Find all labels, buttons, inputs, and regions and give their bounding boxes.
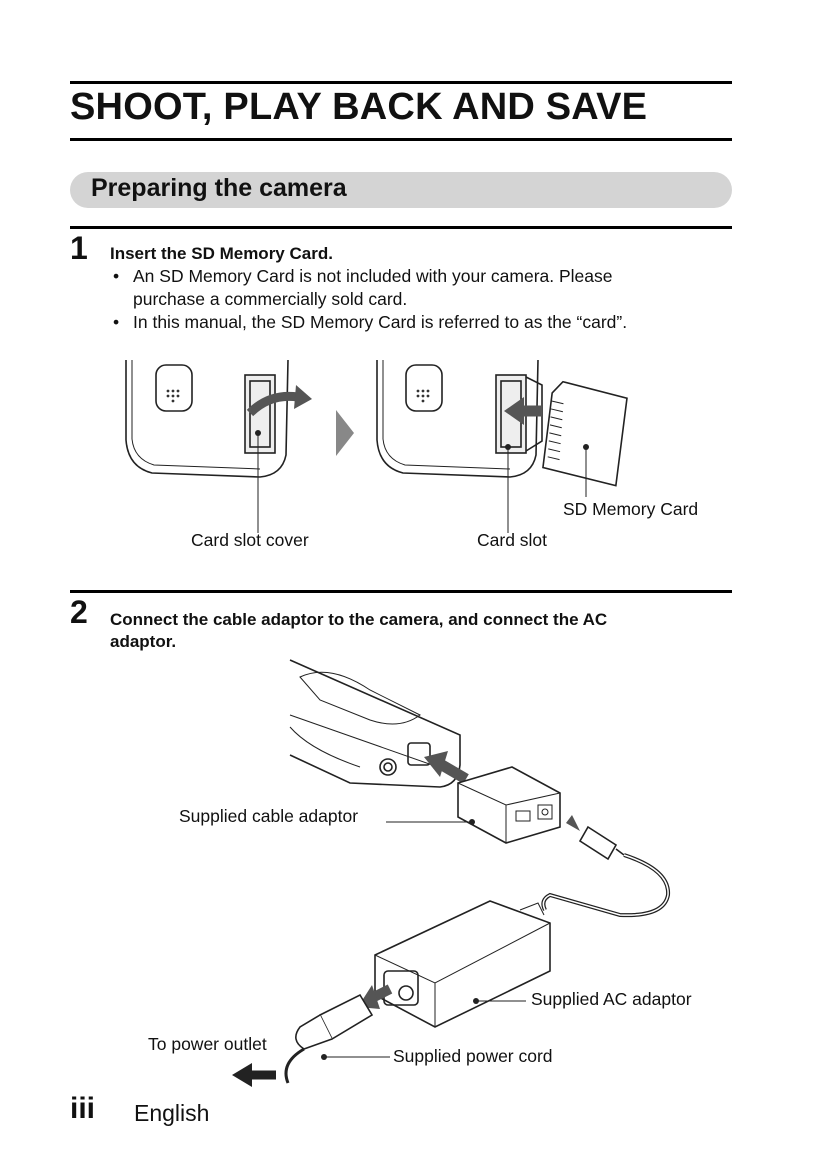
chapter-title: SHOOT, PLAY BACK AND SAVE xyxy=(70,86,648,128)
step-2-title-line-1: Connect the cable adaptor to the camera,… xyxy=(110,610,608,629)
dc-cable xyxy=(541,853,671,918)
adaptor-connection-illustration xyxy=(232,659,671,1087)
camera-bottom xyxy=(289,659,461,788)
chapter-underline xyxy=(70,138,732,141)
open-cover-arrow-icon xyxy=(246,385,312,417)
sd-card-pointer xyxy=(583,444,589,450)
step-2-title-line-2: adaptor. xyxy=(110,632,177,651)
bullet-text: In this manual, the SD Memory Card is re… xyxy=(133,312,628,332)
step-1-number: 1 xyxy=(70,230,88,266)
label-sd-memory-card: SD Memory Card xyxy=(563,499,699,519)
label-supplied-cable-adaptor: Supplied cable adaptor xyxy=(179,806,359,826)
bullet-text: An SD Memory Card is not included with y… xyxy=(133,266,613,286)
label-to-power-outlet: To power outlet xyxy=(148,1034,267,1054)
section-header-bar xyxy=(70,172,732,208)
section-title: Preparing the camera xyxy=(91,174,347,202)
insert-card-arrow-icon xyxy=(504,397,542,425)
step-2-number: 2 xyxy=(70,594,88,630)
step-1-bullet-1-cont: purchase a commercially sold card. xyxy=(133,289,408,309)
ac-adaptor-pointer xyxy=(473,998,479,1004)
sd-card-icon xyxy=(542,380,628,487)
bullet-mark: • xyxy=(113,266,120,286)
connect-camera-arrow-icon xyxy=(424,751,469,784)
cable-adaptor-pointer xyxy=(469,819,475,825)
label-card-slot: Card slot xyxy=(477,530,548,550)
dc-plug-icon xyxy=(566,815,625,861)
cable-adaptor-icon xyxy=(457,766,561,844)
step-1-bullet-2: • In this manual, the SD Memory Card is … xyxy=(113,311,628,334)
language-label: English xyxy=(134,1100,210,1126)
top-rule xyxy=(70,81,732,84)
power-cord-plug-icon xyxy=(284,984,393,1084)
step-1-title: Insert the SD Memory Card. xyxy=(110,244,333,263)
page-number: iii xyxy=(70,1092,96,1125)
camera-body-left xyxy=(125,359,289,478)
label-card-slot-cover: Card slot cover xyxy=(191,530,309,550)
power-cord-pointer xyxy=(321,1054,327,1060)
step-arrow-icon xyxy=(336,410,354,456)
card-insertion-illustration xyxy=(125,359,628,533)
step-1-bullet-1: • An SD Memory Card is not included with… xyxy=(113,265,613,288)
label-supplied-power-cord: Supplied power cord xyxy=(393,1046,553,1066)
bullet-mark: • xyxy=(113,312,120,332)
step-2-rule xyxy=(70,590,732,593)
label-supplied-ac-adaptor: Supplied AC adaptor xyxy=(531,989,692,1009)
ac-adaptor-icon xyxy=(374,900,551,1028)
power-outlet-arrow-icon xyxy=(232,1063,276,1087)
step-1-rule xyxy=(70,226,732,229)
